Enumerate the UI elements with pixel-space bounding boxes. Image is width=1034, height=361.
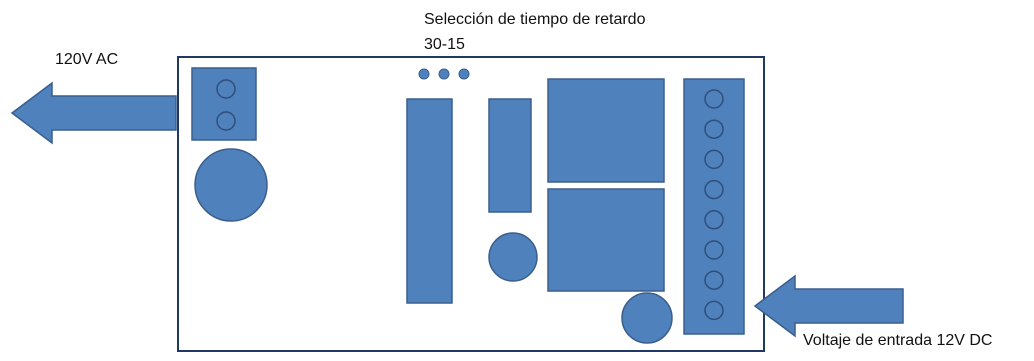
small-chip	[488, 98, 532, 213]
terminal-screws	[704, 89, 724, 321]
terminal-screw-icon	[704, 89, 724, 109]
input-terminal-strip	[683, 78, 745, 335]
delay-selector-dot	[458, 68, 470, 80]
input-arrow-icon	[753, 274, 904, 338]
output-arrow-icon	[10, 81, 177, 145]
terminal-screw-icon	[704, 179, 724, 200]
terminal-screw-icon	[216, 111, 236, 131]
bottom-capacitor	[621, 292, 673, 344]
delay-selector-dot	[418, 68, 430, 80]
terminal-screw-icon	[704, 300, 724, 321]
delay-selector-dot	[438, 68, 450, 80]
output-voltage-label: 120V AC	[55, 51, 119, 68]
relay-top	[547, 78, 665, 183]
terminal-screw-icon	[704, 119, 724, 139]
tall-chip	[406, 98, 453, 304]
terminal-screw-icon	[704, 240, 724, 260]
delay-selection-value: 30-15	[424, 36, 465, 53]
relay-bottom	[547, 188, 665, 292]
terminal-screw-icon	[704, 210, 724, 230]
terminal-screw-icon	[216, 79, 236, 99]
circuit-board	[177, 56, 765, 352]
terminal-screw-icon	[704, 270, 724, 290]
terminal-screw-icon	[704, 149, 724, 170]
input-voltage-label: Voltaje de entrada 12V DC	[803, 332, 993, 349]
round-capacitor	[194, 148, 268, 222]
delay-selection-title: Selección de tiempo de retardo	[424, 11, 646, 28]
small-capacitor	[488, 232, 538, 282]
